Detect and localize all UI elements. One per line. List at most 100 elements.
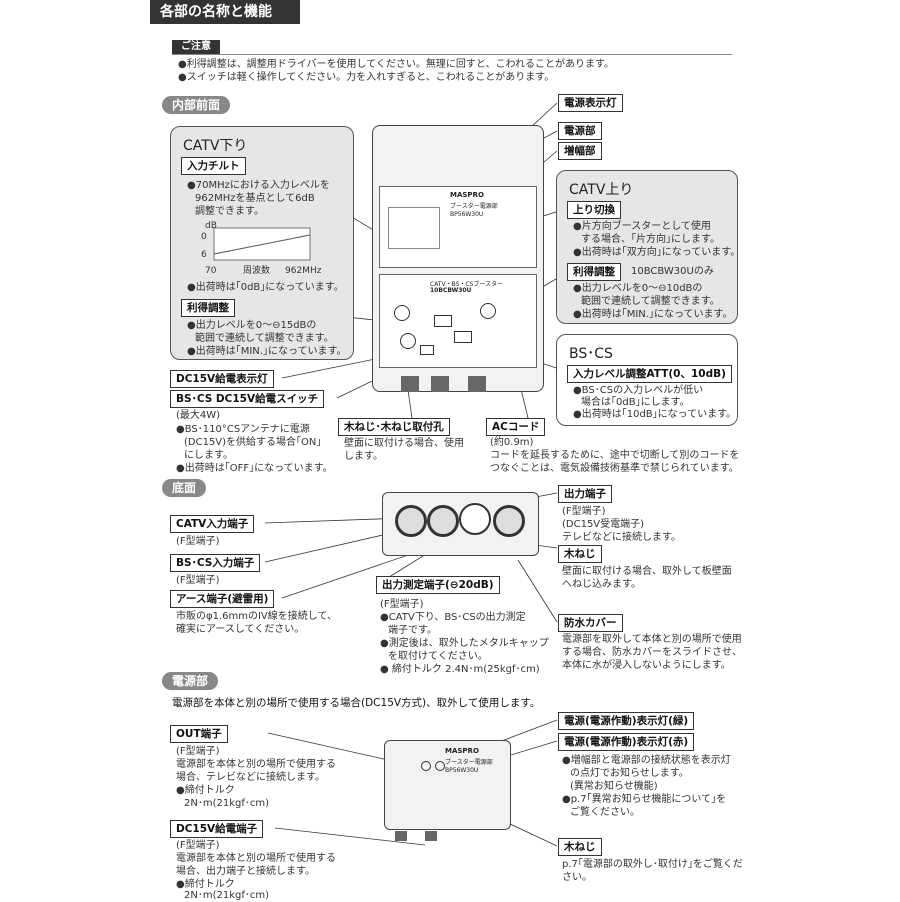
measure-desc-6: ● 締付トルク 2.4N･m(25kgf･cm) bbox=[380, 664, 540, 675]
callout-bscs-in: BS･CS入力端子 bbox=[170, 554, 261, 572]
up-switch-desc-2: する場合、｢片方向｣にします。 bbox=[581, 234, 720, 245]
tilt-desc-1: ●70MHzにおける入力レベルを bbox=[187, 180, 330, 191]
measure-desc-2: ●CATV下り、BS･CSの出力測定 bbox=[380, 612, 526, 623]
lamp-red bbox=[435, 761, 445, 771]
tilt-default: ●出荷時は｢0dB｣になっています。 bbox=[187, 282, 344, 293]
callout-bottom-screw: 木ねじ bbox=[558, 545, 602, 563]
out-desc-5: 2N･m(21kgf･cm) bbox=[184, 798, 270, 809]
dc15v-desc-4: ●締付トルク bbox=[176, 879, 235, 890]
measure-port bbox=[459, 503, 491, 535]
power-screw-desc-2: さい。 bbox=[562, 872, 592, 883]
lamp-desc-2: の点灯でお知らせします。 bbox=[570, 768, 689, 779]
catv-down-title: CATV下り bbox=[183, 138, 248, 154]
screw-hole-desc-1: 壁面に取付ける場合、使用 bbox=[344, 438, 464, 449]
bs-dc-switch[interactable] bbox=[420, 345, 434, 355]
catv-down-panel: CATV下り 入力チルト ●70MHzにおける入力レベルを 962MHzを基点と… bbox=[170, 126, 354, 360]
spec-table bbox=[388, 207, 440, 249]
out-desc-1: (F型端子) bbox=[176, 746, 220, 757]
dc15v-desc-2: 電源部を本体と別の場所で使用する bbox=[176, 853, 336, 864]
bscs-in-port bbox=[427, 505, 459, 537]
earth-desc-1: 市販のφ1.6mmのIV線を接続して、 bbox=[176, 611, 337, 622]
up-gain-desc-3: ●出荷時は｢MIN.｣になっています。 bbox=[573, 309, 733, 320]
out-desc-3: 場合、テレビなどに接続します。 bbox=[176, 772, 325, 783]
ac-cord-desc-2: つなぐことは、電気設備技術基準で禁じられています。 bbox=[490, 463, 739, 474]
lamp-desc-1: ●増幅部と電源部の接続状態を表示灯 bbox=[562, 755, 731, 766]
section-bottom: 底面 bbox=[162, 479, 207, 497]
section-front: 内部前面 bbox=[162, 96, 231, 114]
ac-cord-desc-1: コードを延長するために、途中で切断して別のコードを bbox=[490, 450, 740, 461]
up-gain-label: 利得調整 bbox=[567, 263, 621, 281]
power-unit-panel: MASPRO ブースター電源部 BP56W30U bbox=[379, 186, 537, 268]
output-desc-2: (DC15V受電端子) bbox=[562, 519, 645, 530]
output-desc-1: (F型端子) bbox=[562, 506, 606, 517]
graph-unit: dB bbox=[205, 221, 217, 231]
port-1 bbox=[401, 376, 419, 392]
bscs-panel: BS･CS 入力レベル調整ATT(0、10dB) ●BS･CSの入力レベルが低い… bbox=[556, 334, 738, 426]
caution-divider bbox=[172, 54, 732, 55]
bs-switch-desc-3: にします。 bbox=[184, 450, 233, 461]
att-label: 入力レベル調整ATT(0、10dB) bbox=[567, 365, 732, 383]
att-desc-3: ●出荷時は｢10dB｣になっています。 bbox=[573, 409, 737, 420]
dc15v-desc-5: 2N･m(21kgf･cm) bbox=[184, 890, 270, 901]
callout-bs-switch: BS･CS DC15V給電スイッチ bbox=[170, 390, 325, 408]
bscs-in-desc: (F型端子) bbox=[176, 575, 220, 586]
up-switch[interactable] bbox=[434, 315, 452, 327]
dc15v-port bbox=[425, 831, 437, 841]
tilt-desc-3: 調整できます。 bbox=[195, 206, 264, 217]
down-gain-desc-1: ●出力レベルを0～⊖15dBの bbox=[187, 320, 317, 331]
down-gain-knob[interactable] bbox=[400, 333, 416, 349]
graph-xlabel: 周波数 bbox=[243, 266, 271, 276]
waterproof-desc-3: 本体に水が浸入しないようにします。 bbox=[562, 660, 731, 671]
up-gain-note: 10BCBW30Uのみ bbox=[631, 266, 714, 277]
product-label: ブースター電源部 bbox=[450, 203, 498, 210]
att-switch[interactable] bbox=[454, 331, 472, 343]
callout-dc15v: DC15V給電端子 bbox=[170, 820, 264, 838]
power-product-label: ブースター電源部 bbox=[445, 759, 493, 766]
down-gain-desc-3: ●出荷時は｢MIN.｣になっています。 bbox=[187, 346, 347, 357]
callout-screw-hole: 木ねじ･木ねじ取付孔 bbox=[338, 418, 450, 436]
port-3 bbox=[468, 376, 486, 392]
callout-power-screw: 木ねじ bbox=[558, 838, 602, 856]
callout-earth: アース端子(避雷用) bbox=[170, 590, 275, 608]
screw-hole-desc-2: します。 bbox=[344, 451, 383, 462]
tilt-knob[interactable] bbox=[394, 305, 410, 321]
section-power: 電源部 bbox=[162, 672, 219, 690]
up-switch-desc-3: ●出荷時は｢双方向｣になっています。 bbox=[573, 247, 741, 258]
lamp-green bbox=[421, 761, 431, 771]
model-catv2-label: 10BCBW30U bbox=[430, 287, 472, 294]
power-brand-label: MASPRO bbox=[445, 747, 479, 755]
model-label: BP56W30U bbox=[450, 211, 484, 218]
up-gain-knob[interactable] bbox=[480, 303, 496, 319]
output-port bbox=[493, 505, 525, 537]
bottom-screw-desc-2: へねじ込みます。 bbox=[562, 579, 641, 590]
measure-desc-3: 端子です。 bbox=[388, 625, 437, 636]
amp-unit-panel: CATV・BS・CSブースター 10BCBW30U bbox=[379, 274, 537, 368]
lamp-desc-4: ●p.7｢異常お知らせ機能について｣を bbox=[562, 794, 727, 805]
caution-line-1: ●利得調整は、調整用ドライバーを使用してください。無理に回すと、こわれることがあ… bbox=[178, 59, 615, 70]
callout-out: OUT端子 bbox=[170, 725, 228, 743]
tilt-graph bbox=[213, 227, 311, 261]
dc15v-desc-3: 場合、出力端子と接続します。 bbox=[176, 866, 315, 877]
waterproof-desc-2: する場合、防水カバーをスライドさせ、 bbox=[562, 647, 742, 658]
model-catv-label: CATV・BS・CSブースター bbox=[430, 281, 504, 288]
up-gain-desc-1: ●出力レベルを0～⊖10dBの bbox=[573, 283, 703, 294]
callout-waterproof: 防水カバー bbox=[558, 614, 623, 632]
bs-switch-desc-2: (DC15V)を供給する場合｢ON｣ bbox=[184, 437, 322, 448]
brand-label: MASPRO bbox=[450, 191, 484, 199]
output-desc-3: テレビなどに接続します。 bbox=[562, 532, 681, 543]
dc15v-desc-1: (F型端子) bbox=[176, 840, 220, 851]
callout-measure: 出力測定端子(⊖20dB) bbox=[376, 576, 500, 594]
callout-amp-unit: 増幅部 bbox=[558, 142, 602, 160]
callout-dc15v-lamp: DC15V給電表示灯 bbox=[170, 370, 274, 388]
tilt-desc-2: 962MHzを基点として6dB bbox=[195, 193, 315, 204]
power-intro: 電源部を本体と別の場所で使用する場合(DC15V方式)、取外して使用します。 bbox=[172, 697, 541, 709]
catv-in-desc: (F型端子) bbox=[176, 536, 220, 547]
page-title: 各部の名称と機能 bbox=[150, 0, 300, 24]
down-gain-label: 利得調整 bbox=[181, 299, 235, 317]
earth-desc-2: 確実にアースしてください。 bbox=[176, 624, 305, 635]
bs-switch-desc-4: ●出荷時は｢OFF｣になっています。 bbox=[176, 463, 333, 474]
out-desc-2: 電源部を本体と別の場所で使用する bbox=[176, 759, 336, 770]
bottom-screw-desc-1: 壁面に取付ける場合、取外して板壁面 bbox=[562, 566, 732, 577]
callout-lamp-green: 電源(電源作動)表示灯(緑) bbox=[558, 712, 695, 730]
device-front: MASPRO ブースター電源部 BP56W30U CATV・BS・CSブースター… bbox=[372, 125, 544, 392]
